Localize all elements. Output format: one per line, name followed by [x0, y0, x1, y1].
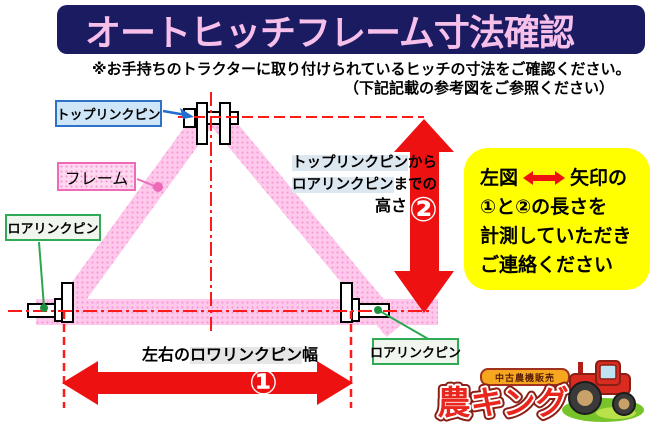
circled-number-1: ① [249, 363, 278, 403]
tractor-window [599, 364, 617, 380]
frame-left-leg [49, 109, 215, 327]
front-wheel-hub [618, 398, 630, 410]
title-banner: オートヒッチフレーム寸法確認 [57, 5, 645, 54]
top-pin-plate-left [196, 102, 208, 145]
logo-banner-text: 中古農機販売 [494, 372, 555, 383]
label-lower-link-pin-left-text: ロアリンクピン [7, 221, 99, 236]
height-double-arrow [394, 119, 454, 313]
logo-banner: 中古農機販売 [480, 368, 570, 386]
label-top-link-pin-text: トップリンクピン [56, 107, 161, 122]
instruction-line4: ご連絡ください [480, 255, 614, 276]
tractor-exhaust [578, 362, 583, 376]
tractor-illustration [562, 360, 644, 422]
label-frame: フレーム [57, 162, 136, 191]
height-annotation-line3: 高さ [374, 198, 407, 215]
width-double-arrow [62, 361, 353, 405]
height-annotation-line2: ロアリンクピンまでの [292, 177, 437, 193]
left-pin-plate [61, 282, 74, 323]
circled-number-2: ② [409, 190, 438, 230]
right-pin-plate [340, 282, 353, 323]
note-line-1: ※お手持ちのトラクターに取り付けられているヒッチの寸法をご確認ください。 [92, 61, 631, 78]
top-pin-plate-right [219, 102, 231, 145]
lower-left-leader-dot [40, 304, 48, 312]
instruction-box: 左図矢印の ①と②の長さを 計測していただき ご連絡ください [464, 148, 650, 290]
page-title: オートヒッチフレーム寸法確認 [85, 11, 575, 53]
lower-right-leader-line [377, 309, 431, 341]
instruction-line2: ①と②の長さを [480, 197, 608, 218]
logo-name: 農キング 農キング [433, 380, 572, 425]
lower-right-leader-dot [374, 306, 382, 314]
instruction-line3: 計測していただき [480, 226, 632, 247]
label-top-link-pin: トップリンクピン [55, 100, 162, 127]
height-annotation: トップリンクピンから ロアリンクピンまでの 高さ [247, 152, 437, 218]
top-link-pin-leader-arrowhead [180, 108, 194, 119]
label-lower-link-pin-right-text: ロアリンクピン [370, 345, 462, 360]
instruction-line1: 左図矢印の [480, 168, 628, 189]
label-lower-link-pin-right: ロアリンクピン [370, 338, 462, 365]
logo-name-text: 農キング [437, 384, 568, 421]
label-lower-link-pin-left: ロアリンクピン [5, 214, 101, 241]
red-double-arrow-icon [523, 171, 566, 185]
frame-leader-dot [153, 182, 163, 192]
lower-left-leader-line [38, 241, 45, 308]
label-frame-text: フレーム [64, 170, 129, 188]
logo-name-outline: 農キング [437, 384, 568, 421]
note-line-2: （下記記載の参考図をご参照ください） [344, 80, 615, 97]
width-annotation: 左右のロワリンクピン幅 [141, 347, 319, 364]
height-annotation-line1: トップリンクピンから [292, 155, 437, 171]
rear-wheel-hub [577, 390, 593, 406]
frame-right-leg [208, 108, 404, 338]
